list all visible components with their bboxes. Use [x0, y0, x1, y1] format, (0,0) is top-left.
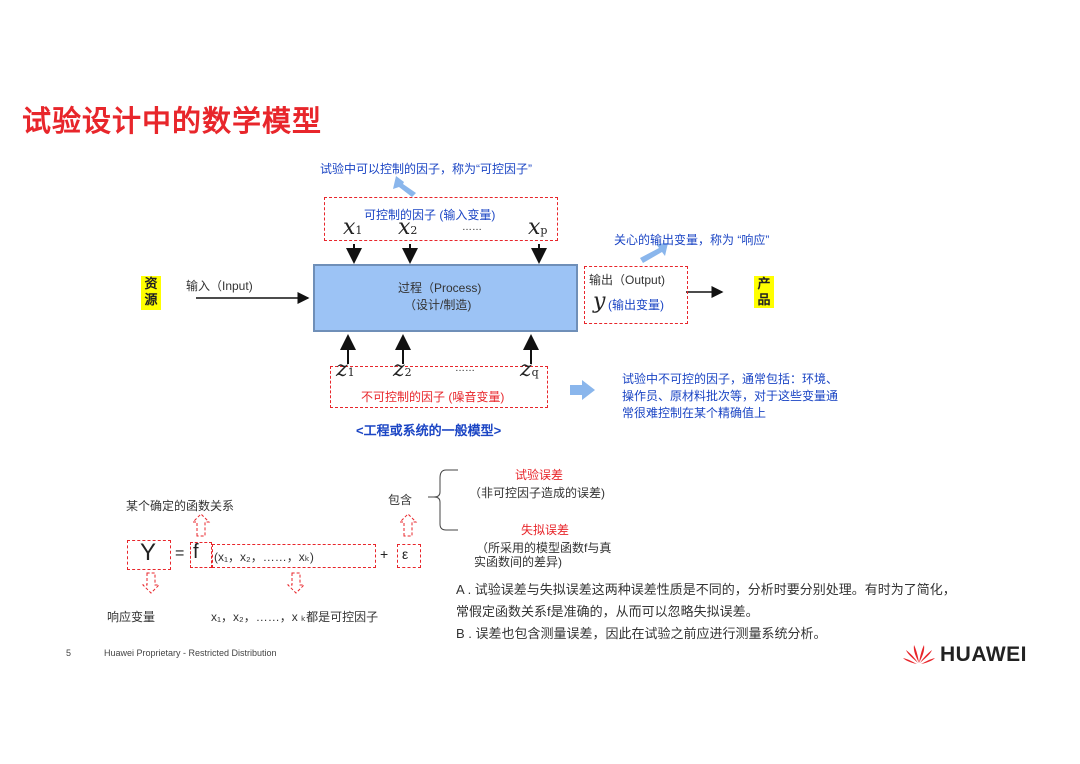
- note-b: B . 误差也包含测量误差，因此在试验之前应进行测量系统分析。: [456, 626, 827, 641]
- controllable-label: 可控制的因子 (输入变量): [364, 208, 496, 222]
- deterministic-label: 某个确定的函数关系: [126, 499, 235, 513]
- dashed-arrow-down-x-icon: [286, 572, 306, 594]
- noise-note-line3: 常很难控制在某个精确值上: [622, 406, 767, 420]
- dashed-arrow-up-eps-icon: [398, 513, 418, 537]
- note-a-line2: 常假定函数关系f是准确的，从而可以忽略失拟误差。: [456, 604, 759, 619]
- bottom-ellipsis: ……: [455, 363, 475, 374]
- var-x2: x2: [398, 215, 418, 240]
- epsilon: ε: [402, 546, 409, 562]
- function-f: f: [193, 541, 199, 563]
- process-sub-label: （设计/制造): [404, 298, 472, 312]
- f-box: [190, 542, 212, 568]
- page-title: 试验设计中的数学模型: [22, 106, 323, 138]
- uncontrollable-label: 不可控制的因子 (噪音变量): [361, 390, 505, 404]
- fit-error-label: 失拟误差: [521, 523, 570, 537]
- uncontrollable-factor-box: [330, 366, 548, 408]
- var-zq: zq: [520, 357, 539, 382]
- product-box: 产品: [754, 276, 774, 308]
- equals-sign: =: [175, 545, 185, 562]
- arrow-right-light-icon: [570, 380, 595, 400]
- output-var-label: (输出变量): [608, 298, 664, 312]
- var-x1: x1: [343, 215, 363, 240]
- controllable-factor-box: [324, 197, 558, 241]
- dashed-arrow-up-f-icon: [191, 513, 211, 537]
- huawei-logo-text: HUAWEI: [940, 643, 1027, 666]
- fit-error-desc-line1: （所采用的模型函数f与真: [476, 541, 612, 555]
- source-box: 资源: [141, 276, 161, 310]
- var-z2: z2: [393, 357, 412, 382]
- arrow-up-light-icon: [393, 176, 416, 197]
- plus-sign: +: [380, 546, 389, 562]
- response-var-label: 响应变量: [107, 610, 156, 624]
- exp-error-desc: （非可控因子造成的误差): [469, 486, 605, 500]
- noise-note-line2: 操作员、原材料批次等，对于这些变量通: [622, 389, 839, 403]
- var-xp: xp: [528, 215, 548, 240]
- diagram-caption: <工程或系统的一般模型>: [356, 423, 502, 438]
- exp-error-label: 试验误差: [515, 468, 564, 482]
- epsilon-box: [397, 544, 421, 568]
- output-y: y: [593, 289, 606, 314]
- var-z1: z1: [336, 357, 355, 382]
- page-number: 5: [66, 648, 72, 658]
- factors-label: x₁，x₂，……，x ₖ都是可控因子: [211, 610, 379, 624]
- dashed-arrow-down-y-icon: [141, 572, 161, 594]
- arrow-up-right-light-icon: [640, 243, 668, 263]
- output-label: 输出（Output): [589, 273, 666, 287]
- output-box: [584, 266, 688, 324]
- controllable-note: 试验中可以控制的因子，称为“可控因子”: [320, 162, 532, 176]
- top-ellipsis: ……: [462, 222, 482, 233]
- note-a-line1: A . 试验误差与失拟误差这两种误差性质是不同的，分析时要分别处理。有时为了简化…: [456, 582, 956, 597]
- noise-note-line1: 试验中不可控的因子，通常包括：环境、: [622, 372, 839, 386]
- process-box: [313, 264, 578, 332]
- includes-label: 包含: [388, 493, 413, 507]
- function-args: (x₁，x₂，……，xₖ): [214, 550, 314, 564]
- process-label: 过程（Process): [398, 281, 482, 295]
- huawei-flower-icon: [903, 645, 935, 664]
- args-box: [212, 544, 376, 568]
- input-label: 输入（Input): [186, 279, 253, 293]
- fit-error-desc-line2: 实函数间的差异): [474, 555, 562, 569]
- y-box: [127, 540, 171, 570]
- footer-text: Huawei Proprietary - Restricted Distribu…: [104, 648, 277, 658]
- response-Y: Y: [140, 539, 157, 566]
- response-note: 关心的输出变量，称为 “响应”: [614, 233, 770, 247]
